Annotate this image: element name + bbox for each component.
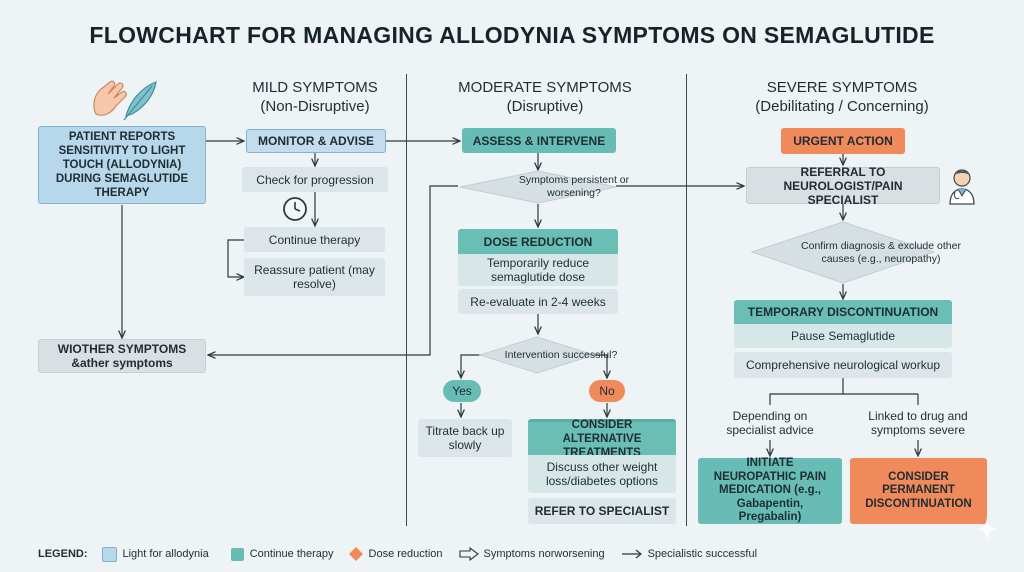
other-symptoms-box: WIOTHER SYMPTOMS &ather symptoms — [38, 339, 206, 373]
discuss-options-box: Discuss other weight loss/diabetes optio… — [528, 455, 676, 493]
temp-discontinuation-text: TEMPORARY DISCONTINUATION — [747, 305, 939, 319]
consider-alt-header: CONSIDER ALTERNATIVE TREATMENTS — [528, 419, 676, 459]
pause-semaglutide-text: Pause Semaglutide — [790, 329, 896, 343]
patient-reports-text: PATIENT REPORTS SENSITIVITY TO LIGHT TOU… — [55, 131, 189, 199]
continue-therapy-text: Continue therapy — [268, 232, 361, 247]
workup-box: Comprehensive neurological workup — [734, 352, 952, 378]
no-text: No — [599, 384, 615, 398]
mild-subtitle: (Non-Disruptive) — [260, 98, 370, 115]
persistent-decision-text: Symptoms persistent or worsening? — [518, 174, 630, 199]
page-title: FLOWCHART FOR MANAGING ALLODYNIA SYMPTOM… — [89, 22, 935, 48]
severe-subtitle: (Debilitating / Concerning) — [755, 98, 929, 115]
continue-therapy-box: Continue therapy — [244, 227, 385, 252]
confirm-diagnosis-decision: Confirm diagnosis & exclude other causes… — [750, 221, 961, 284]
patient-reports-box: PATIENT REPORTS SENSITIVITY TO LIGHT TOU… — [38, 126, 206, 204]
moderate-title: MODERATE SYMPTOMS — [458, 79, 632, 96]
legend-arrow-icon — [621, 549, 642, 559]
refer-specialist-box: REFER TO SPECIALIST — [528, 498, 676, 524]
dose-reduction-text: DOSE REDUCTION — [483, 234, 593, 249]
urgent-action-box: URGENT ACTION — [781, 128, 905, 154]
referral-text: REFERRAL TO NEUROLOGIST/PAIN SPECIALIST — [783, 164, 903, 207]
assess-intervene-box: ASSESS & INTERVENE — [462, 128, 616, 153]
reduce-dose-box: Temporarily reduce semaglutide dose — [458, 254, 618, 286]
confirm-diagnosis-text: Confirm diagnosis & exclude other causes… — [801, 239, 961, 265]
workup-text: Comprehensive neurological workup — [745, 358, 941, 372]
reevaluate-text: Re-evaluate in 2-4 weeks — [470, 294, 606, 309]
depending-text: Depending on specialist advice — [726, 409, 814, 437]
severe-title: SEVERE SYMPTOMS — [766, 79, 918, 96]
legend-item-3: Dose reduction — [368, 548, 443, 560]
consider-alt-text: CONSIDER ALTERNATIVE TREATMENTS — [562, 418, 642, 459]
moderate-column-header: MODERATE SYMPTOMS (Disruptive) — [432, 78, 658, 116]
mild-title: MILD SYMPTOMS — [252, 79, 378, 96]
initiate-medication-text: INITIATE NEUROPATHIC PAIN MEDICATION (e.… — [713, 457, 827, 524]
check-progression-box: Check for progression — [242, 167, 388, 192]
sparkle-icon — [977, 517, 997, 541]
reassure-patient-box: Reassure patient (may resolve) — [244, 258, 385, 296]
no-badge: No — [589, 380, 625, 402]
titrate-box: Titrate back up slowly — [418, 419, 512, 457]
success-decision-text: Intervention successful? — [504, 348, 618, 361]
initiate-medication-box: INITIATE NEUROPATHIC PAIN MEDICATION (e.… — [698, 457, 842, 524]
legend-hollow-arrow-icon — [458, 547, 479, 561]
monitor-advise-text: MONITOR & ADVISE — [257, 134, 374, 148]
reassure-patient-text: Reassure patient (may resolve) — [254, 263, 375, 291]
temp-discontinuation-header: TEMPORARY DISCONTINUATION — [734, 300, 952, 324]
legend-item-4: Symptoms norworsening — [483, 548, 605, 560]
pause-semaglutide-box: Pause Semaglutide — [734, 324, 952, 348]
legend-teal-swatch — [230, 547, 244, 561]
success-decision: Intervention successful? — [478, 336, 617, 374]
refer-specialist-text: REFER TO SPECIALIST — [534, 504, 670, 518]
severe-column-header: SEVERE SYMPTOMS (Debilitating / Concerni… — [722, 78, 962, 116]
assess-intervene-text: ASSESS & INTERVENE — [472, 133, 606, 148]
permanent-discontinuation-text: CONSIDER PERMANENT DISCONTINUATION — [865, 470, 972, 510]
legend-item-2: Continue therapy — [249, 548, 334, 560]
yes-text: Yes — [452, 384, 472, 398]
reduce-dose-text: Temporarily reduce semaglutide dose — [486, 256, 590, 284]
permanent-discontinuation-box: CONSIDER PERMANENT DISCONTINUATION — [850, 458, 987, 524]
legend-label: LEGEND: — [38, 548, 88, 560]
dose-reduction-header: DOSE REDUCTION — [458, 229, 618, 254]
reevaluate-box: Re-evaluate in 2-4 weeks — [458, 289, 618, 314]
monitor-advise-box: MONITOR & ADVISE — [246, 129, 386, 153]
check-progression-text: Check for progression — [256, 172, 374, 187]
persistent-decision: Symptoms persistent or worsening? — [458, 170, 629, 204]
column-separator-left — [406, 74, 407, 526]
discuss-options-text: Discuss other weight loss/diabetes optio… — [545, 460, 659, 488]
depending-label: Depending on specialist advice — [716, 406, 824, 440]
moderate-subtitle: (Disruptive) — [506, 98, 584, 115]
clock-icon — [283, 197, 307, 221]
linked-text: Linked to drug and symptoms severe — [868, 409, 968, 437]
legend: LEGEND: Light for allodynia Continue the… — [38, 546, 757, 562]
legend-item-1: Light for allodynia — [122, 548, 209, 560]
hand-feather-icon — [93, 80, 157, 121]
mild-column-header: MILD SYMPTOMS (Non-Disruptive) — [215, 78, 415, 116]
legend-item-5: Specialistic successful — [647, 548, 758, 560]
linked-label: Linked to drug and symptoms severe — [858, 406, 978, 440]
other-symptoms-text: WIOTHER SYMPTOMS &ather symptoms — [57, 342, 187, 370]
yes-badge: Yes — [443, 380, 481, 402]
doctor-icon — [949, 169, 975, 205]
urgent-action-text: URGENT ACTION — [793, 134, 893, 148]
legend-orange-diamond-icon — [348, 547, 363, 561]
titrate-text: Titrate back up slowly — [425, 424, 505, 452]
legend-blue-swatch — [101, 546, 117, 562]
column-separator-right — [686, 74, 687, 526]
referral-box: REFERRAL TO NEUROLOGIST/PAIN SPECIALIST — [746, 164, 940, 207]
